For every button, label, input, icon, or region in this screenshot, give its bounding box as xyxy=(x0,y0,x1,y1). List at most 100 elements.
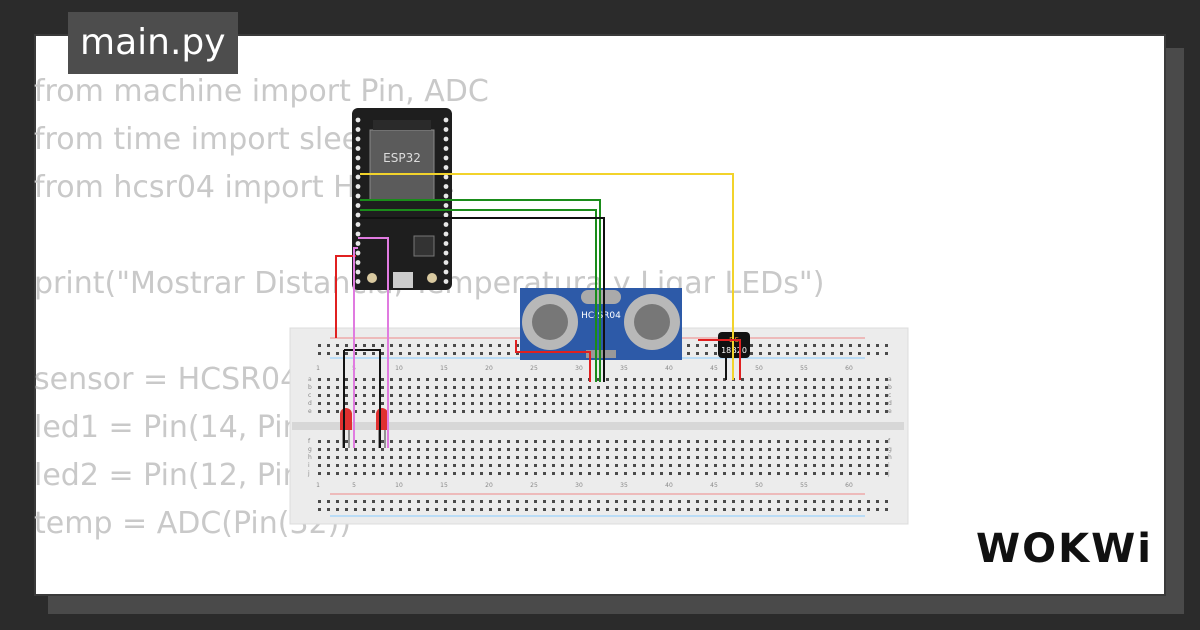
breadboard-hole xyxy=(552,440,555,443)
breadboard-hole xyxy=(750,378,753,381)
breadboard-hole xyxy=(489,448,492,451)
breadboard-hole xyxy=(471,500,474,503)
breadboard-hole xyxy=(705,472,708,475)
breadboard-hole xyxy=(867,464,870,467)
breadboard-hole xyxy=(885,472,888,475)
breadboard-hole xyxy=(759,386,762,389)
breadboard-hole xyxy=(777,440,780,443)
breadboard-hole xyxy=(561,410,564,413)
breadboard-hole xyxy=(804,500,807,503)
breadboard-row-letter: f xyxy=(888,438,891,445)
breadboard-hole xyxy=(579,500,582,503)
breadboard-hole xyxy=(345,456,348,459)
breadboard-hole xyxy=(651,402,654,405)
breadboard-hole xyxy=(507,440,510,443)
breadboard-column-number: 50 xyxy=(755,482,763,489)
breadboard-hole xyxy=(768,508,771,511)
esp32-pin xyxy=(355,127,361,132)
breadboard-hole xyxy=(885,352,888,355)
breadboard-hole xyxy=(372,386,375,389)
breadboard-hole xyxy=(615,386,618,389)
breadboard-hole xyxy=(363,500,366,503)
breadboard-hole xyxy=(813,500,816,503)
breadboard-hole xyxy=(390,344,393,347)
breadboard-hole xyxy=(354,472,357,475)
breadboard-hole xyxy=(741,500,744,503)
breadboard-hole xyxy=(858,456,861,459)
breadboard-hole xyxy=(732,440,735,443)
breadboard-hole xyxy=(624,500,627,503)
breadboard-hole xyxy=(471,378,474,381)
breadboard-hole xyxy=(498,508,501,511)
breadboard-hole xyxy=(552,472,555,475)
breadboard-hole xyxy=(498,464,501,467)
breadboard-column-number: 40 xyxy=(665,365,673,372)
breadboard-hole xyxy=(777,386,780,389)
breadboard-hole xyxy=(435,464,438,467)
breadboard-hole xyxy=(642,456,645,459)
breadboard-hole xyxy=(750,410,753,413)
breadboard-hole xyxy=(606,410,609,413)
breadboard-hole xyxy=(849,352,852,355)
breadboard-hole xyxy=(840,352,843,355)
breadboard-hole xyxy=(417,402,420,405)
breadboard-hole xyxy=(381,500,384,503)
breadboard-hole xyxy=(678,378,681,381)
breadboard-hole xyxy=(399,508,402,511)
breadboard-hole xyxy=(795,410,798,413)
breadboard-hole xyxy=(786,394,789,397)
wire-black-led2 xyxy=(344,349,381,448)
breadboard-hole xyxy=(732,472,735,475)
breadboard-hole xyxy=(435,440,438,443)
breadboard-hole xyxy=(435,402,438,405)
breadboard-hole xyxy=(606,508,609,511)
breadboard-hole xyxy=(813,352,816,355)
breadboard-hole xyxy=(507,378,510,381)
breadboard-hole xyxy=(750,508,753,511)
breadboard-hole xyxy=(858,440,861,443)
breadboard-hole xyxy=(795,500,798,503)
breadboard-hole xyxy=(723,464,726,467)
breadboard-hole xyxy=(831,386,834,389)
breadboard-column-number: 40 xyxy=(665,482,673,489)
breadboard-hole xyxy=(633,472,636,475)
breadboard-hole xyxy=(354,508,357,511)
breadboard-row-letter: j xyxy=(307,470,310,477)
breadboard-hole xyxy=(858,386,861,389)
breadboard-hole xyxy=(831,464,834,467)
file-tab-main-py[interactable]: main.py xyxy=(68,12,238,74)
breadboard-hole xyxy=(849,378,852,381)
breadboard-hole xyxy=(543,472,546,475)
breadboard-hole xyxy=(696,464,699,467)
breadboard-hole xyxy=(858,344,861,347)
esp32-pin xyxy=(443,193,449,199)
breadboard-hole xyxy=(768,386,771,389)
breadboard-hole xyxy=(777,352,780,355)
breadboard-hole xyxy=(687,378,690,381)
breadboard-hole xyxy=(597,386,600,389)
breadboard-hole xyxy=(759,464,762,467)
breadboard-hole xyxy=(858,352,861,355)
breadboard-hole xyxy=(444,344,447,347)
esp32-pin xyxy=(355,146,361,151)
breadboard-hole xyxy=(723,402,726,405)
breadboard-hole xyxy=(633,448,636,451)
breadboard-hole xyxy=(471,472,474,475)
breadboard-hole xyxy=(318,344,321,347)
breadboard-hole xyxy=(804,472,807,475)
breadboard-hole xyxy=(804,344,807,347)
breadboard-hole xyxy=(732,386,735,389)
breadboard-hole xyxy=(318,508,321,511)
breadboard-hole xyxy=(498,472,501,475)
breadboard-hole xyxy=(372,344,375,347)
breadboard-hole xyxy=(705,410,708,413)
breadboard-hole xyxy=(570,386,573,389)
breadboard-hole xyxy=(498,344,501,347)
breadboard-hole xyxy=(579,410,582,413)
breadboard-hole xyxy=(525,410,528,413)
breadboard-hole xyxy=(777,402,780,405)
breadboard-row-letter: h xyxy=(308,454,312,461)
breadboard-hole xyxy=(588,440,591,443)
breadboard-hole xyxy=(336,448,339,451)
breadboard-hole xyxy=(759,500,762,503)
